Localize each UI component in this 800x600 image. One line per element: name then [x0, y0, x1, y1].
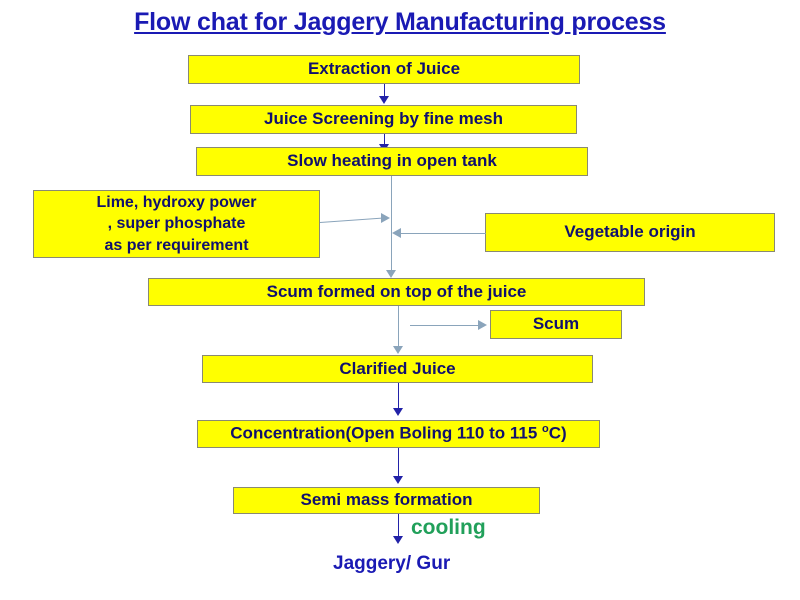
arrowhead-additives-to-junction — [381, 213, 390, 223]
node-clarified-juice: Clarified Juice — [202, 355, 593, 383]
arrowhead-concentration-to-semimass — [393, 476, 403, 484]
node-additives-line-3: as per requirement — [104, 236, 249, 254]
node-additives-line-1: Lime, hydroxy power — [96, 193, 257, 211]
node-vegetable-origin-label: Vegetable origin — [564, 222, 696, 242]
node-concentration: Concentration(Open Boling 110 to 115 oC) — [197, 420, 600, 448]
node-extraction-label: Extraction of Juice — [307, 59, 461, 79]
connector-vegetable-to-junction — [400, 233, 486, 234]
connector-additives-to-junction — [319, 217, 382, 223]
connector-to-scum-box — [410, 325, 480, 326]
connector-clarified-to-concentration — [398, 383, 399, 410]
arrowhead-scum-formed-to-clarified — [393, 346, 403, 354]
node-scum-formed-label: Scum formed on top of the juice — [266, 281, 527, 301]
arrowhead-clarified-to-concentration — [393, 408, 403, 416]
node-juice-screening-label: Juice Screening by fine mesh — [263, 109, 504, 129]
arrowhead-vegetable-to-junction — [392, 228, 401, 238]
node-slow-heating: Slow heating in open tank — [196, 147, 588, 176]
connector-extraction-to-screening — [384, 84, 385, 98]
node-scum-label: Scum — [532, 314, 580, 334]
node-concentration-degree: o — [542, 423, 549, 436]
node-vegetable-origin: Vegetable origin — [485, 213, 775, 252]
page-title: Flow chat for Jaggery Manufacturing proc… — [134, 8, 666, 36]
connector-scum-formed-to-clarified — [398, 306, 399, 348]
node-scum-formed: Scum formed on top of the juice — [148, 278, 645, 306]
connector-concentration-to-semimass — [398, 448, 399, 478]
connector-semimass-to-product — [398, 514, 399, 538]
arrowhead-extraction-to-screening — [379, 96, 389, 104]
connector-heating-to-scum-formed — [391, 176, 392, 272]
node-clarified-juice-label: Clarified Juice — [339, 358, 456, 378]
label-final-product: Jaggery/ Gur — [333, 553, 451, 574]
node-extraction-of-juice: Extraction of Juice — [188, 55, 580, 84]
node-slow-heating-label: Slow heating in open tank — [287, 151, 497, 171]
node-juice-screening: Juice Screening by fine mesh — [190, 105, 577, 134]
node-semi-mass-label: Semi mass formation — [300, 490, 473, 510]
node-concentration-suffix: C) — [548, 423, 567, 443]
node-scum: Scum — [490, 310, 622, 339]
arrowhead-semimass-to-product — [393, 536, 403, 544]
label-cooling: cooling — [411, 516, 486, 539]
arrowhead-heating-to-scum-formed — [386, 270, 396, 278]
node-concentration-prefix: Concentration(Open Boling 110 to 115 — [230, 423, 543, 443]
connector-screening-to-heating — [384, 134, 385, 146]
node-additives: Lime, hydroxy power , super phosphate as… — [33, 190, 320, 258]
arrowhead-to-scum-box — [478, 320, 487, 330]
node-semi-mass-formation: Semi mass formation — [233, 487, 540, 514]
node-additives-line-2: , super phosphate — [107, 215, 246, 233]
